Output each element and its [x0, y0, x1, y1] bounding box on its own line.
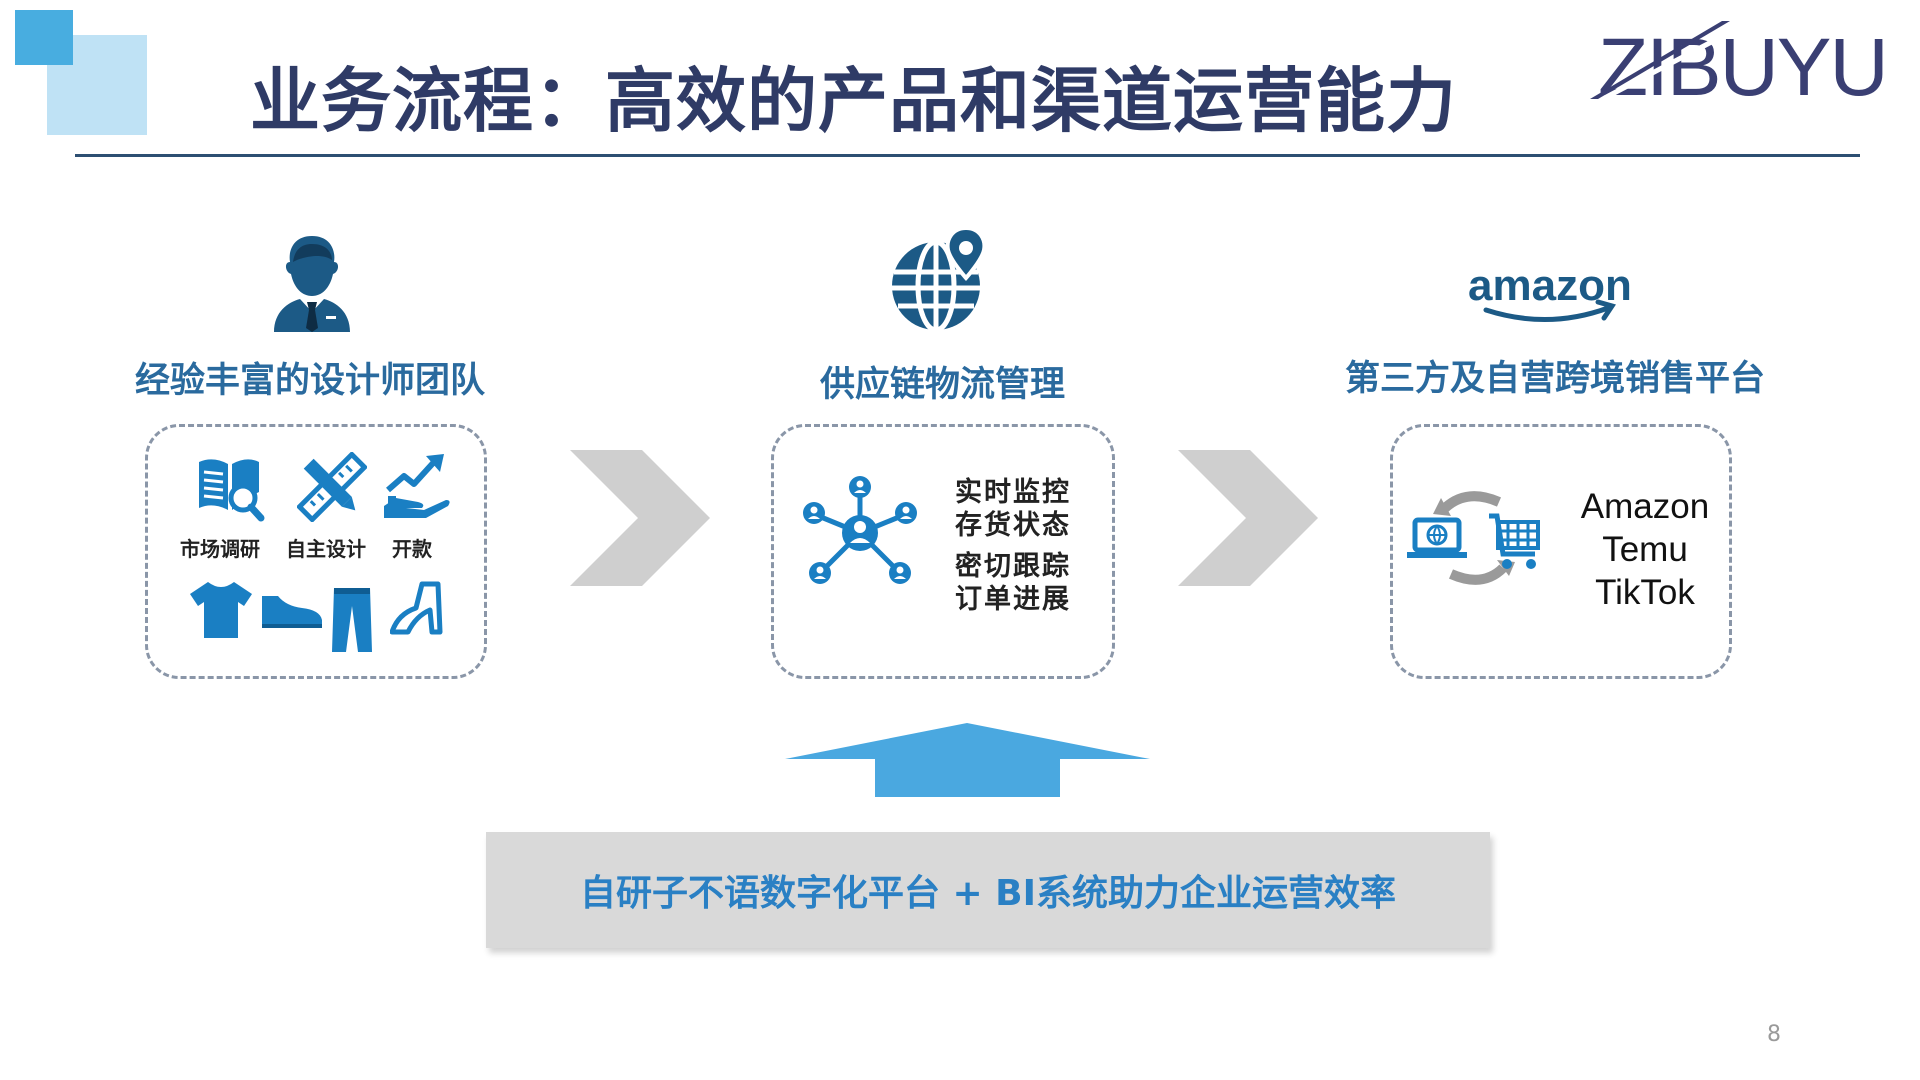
logo-text: ZIBUYU [1598, 22, 1887, 105]
line-realtime-monitoring: 实时监控 [955, 477, 1071, 508]
sales-platforms-box [1390, 424, 1732, 679]
tshirt-icon [190, 582, 252, 638]
up-arrow-icon [785, 723, 1150, 797]
corner-decoration-dark [15, 10, 73, 65]
feature-label-market-research: 市场调研 [180, 537, 260, 561]
designer-features-box [145, 424, 487, 679]
amazon-logo: amazon [1468, 261, 1632, 322]
platform-list: Amazon Temu TikTok [1570, 485, 1720, 614]
supply-chain-title: 供应链物流管理 [819, 365, 1065, 405]
sales-platforms-title: 第三方及自营跨境销售平台 [1344, 359, 1765, 399]
trousers-icon [332, 588, 372, 652]
page-number: 8 [1767, 1022, 1781, 1047]
book-search-icon [199, 459, 265, 522]
supply-chain-lines: 实时监控 存货状态 密切跟踪 订单进展 [955, 476, 1071, 616]
chevron-right-icon [570, 450, 710, 586]
title-divider [75, 154, 1860, 157]
line-inventory-status: 存货状态 [955, 510, 1071, 541]
platform-banner-text: 自研子不语数字化平台 + BI系统助力企业运营效率 [579, 873, 1397, 914]
designer-team-title: 经验丰富的设计师团队 [134, 361, 485, 401]
feature-label-new-styles: 开款 [392, 537, 432, 561]
supply-chain-box [771, 424, 1115, 679]
growth-hand-icon [384, 454, 450, 518]
platform-amazon: Amazon [1580, 487, 1710, 526]
line-order-progress: 订单进展 [955, 584, 1071, 615]
chevron-right-icon [1178, 450, 1318, 586]
slide-title: 业务流程：高效的产品和渠道运营能力 [250, 60, 1457, 142]
platform-banner: 自研子不语数字化平台 + BI系统助力企业运营效率 [486, 832, 1490, 948]
line-close-tracking: 密切跟踪 [955, 551, 1071, 582]
network-people-icon [803, 476, 917, 584]
zibuyu-logo: ZIBUYU [1590, 21, 1889, 105]
laptop-cart-exchange-icon [1407, 491, 1540, 585]
platform-tiktok: TikTok [1595, 573, 1695, 612]
globe-pin-icon [892, 226, 987, 333]
platform-temu: Temu [1602, 530, 1688, 569]
businessman-icon [274, 236, 350, 332]
shoe-icon [262, 596, 322, 628]
high-heel-icon [390, 581, 443, 635]
ruler-pencil-icon [297, 452, 367, 522]
feature-label-self-design: 自主设计 [286, 537, 366, 561]
